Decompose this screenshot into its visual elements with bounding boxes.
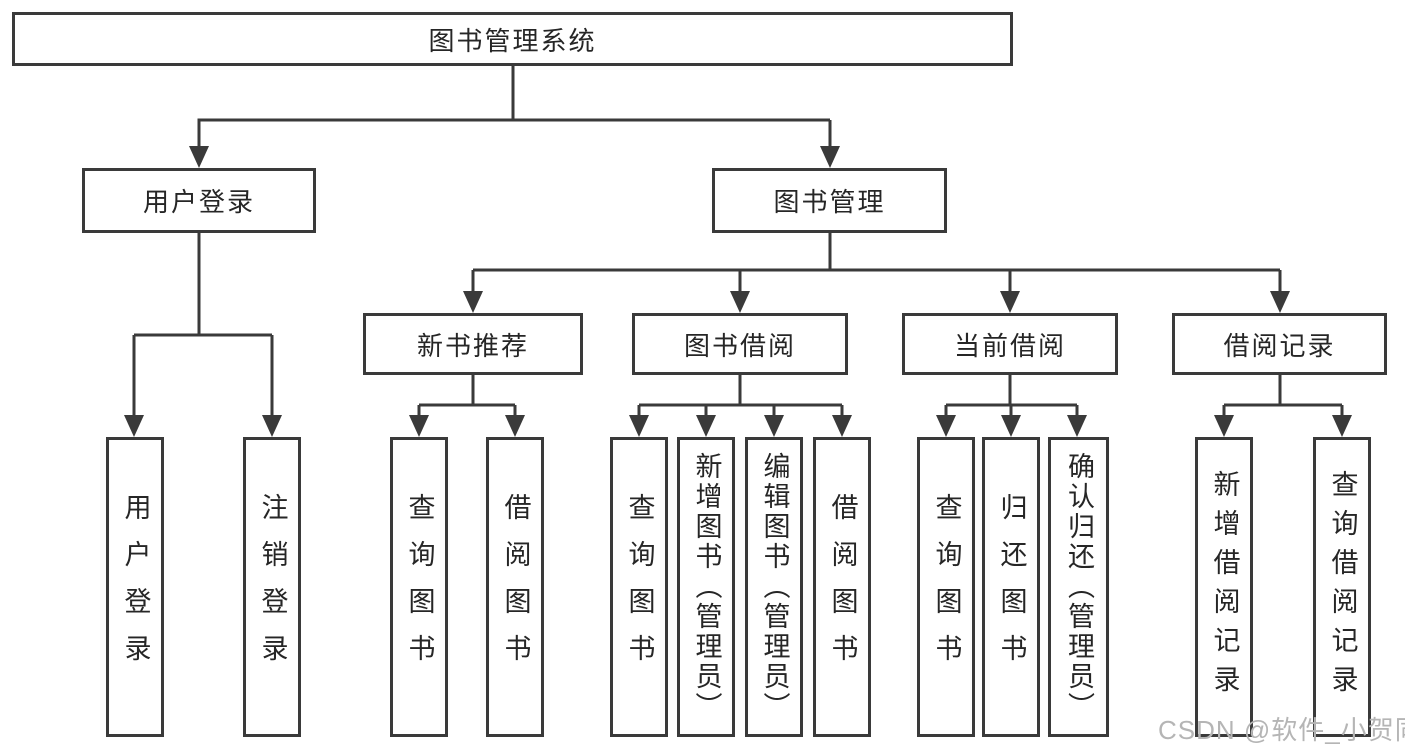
leaf-borrow-books-label: 借阅图书 xyxy=(827,493,858,681)
leaf-add-borrow-record-label: 新增借阅记录 xyxy=(1209,470,1240,704)
leaf-add-books-admin: 新增图书（管理员） xyxy=(677,437,735,737)
node-root-label: 图书管理系统 xyxy=(428,25,597,56)
node-book-management: 图书管理 xyxy=(712,168,947,233)
node-borrow-records: 借阅记录 xyxy=(1172,313,1387,375)
node-new-book-recommend: 新书推荐 xyxy=(363,313,583,375)
leaf-confirm-return-admin-label: 确认归还（管理员） xyxy=(1064,452,1094,722)
leaf-query-books-current-label: 查询图书 xyxy=(931,493,962,681)
leaf-query-books-current: 查询图书 xyxy=(917,437,975,737)
leaf-user-login: 用户登录 xyxy=(106,437,164,737)
node-borrow-records-label: 借阅记录 xyxy=(1223,330,1336,361)
leaf-borrow-books: 借阅图书 xyxy=(813,437,871,737)
node-current-borrow: 当前借阅 xyxy=(902,313,1118,375)
leaf-edit-books-admin: 编辑图书（管理员） xyxy=(745,437,803,737)
leaf-user-login-label: 用户登录 xyxy=(120,493,151,681)
leaf-edit-books-admin-label: 编辑图书（管理员） xyxy=(759,452,790,722)
leaf-query-borrow-record-label: 查询借阅记录 xyxy=(1327,470,1358,704)
leaf-borrow-books-recommend-label: 借阅图书 xyxy=(500,493,531,681)
leaf-logout-label: 注销登录 xyxy=(257,493,288,681)
leaf-add-borrow-record: 新增借阅记录 xyxy=(1195,437,1253,737)
leaf-query-borrow-record: 查询借阅记录 xyxy=(1313,437,1371,737)
leaf-query-books-borrow-label: 查询图书 xyxy=(624,493,655,681)
leaf-confirm-return-admin: 确认归还（管理员） xyxy=(1048,437,1109,737)
node-root-library-system: 图书管理系统 xyxy=(12,12,1013,66)
leaf-return-books: 归还图书 xyxy=(982,437,1040,737)
node-current-borrow-label: 当前借阅 xyxy=(953,330,1066,361)
leaf-borrow-books-recommend: 借阅图书 xyxy=(486,437,544,737)
csdn-watermark: CSDN @软件_小贺同学 xyxy=(1158,715,1405,745)
node-book-management-label: 图书管理 xyxy=(773,187,886,217)
node-user-login-label: 用户登录 xyxy=(142,187,255,217)
leaf-logout: 注销登录 xyxy=(243,437,301,737)
node-user-login: 用户登录 xyxy=(82,168,316,233)
leaf-query-books-recommend-label: 查询图书 xyxy=(404,493,435,681)
node-book-borrow-label: 图书借阅 xyxy=(683,330,796,361)
arrowheads xyxy=(124,146,1352,437)
node-new-book-recommend-label: 新书推荐 xyxy=(416,330,529,361)
leaf-return-books-label: 归还图书 xyxy=(996,493,1027,681)
leaf-add-books-admin-label: 新增图书（管理员） xyxy=(691,452,722,722)
leaf-query-books-recommend: 查询图书 xyxy=(390,437,448,737)
leaf-query-books-borrow: 查询图书 xyxy=(610,437,668,737)
node-book-borrow: 图书借阅 xyxy=(632,313,848,375)
